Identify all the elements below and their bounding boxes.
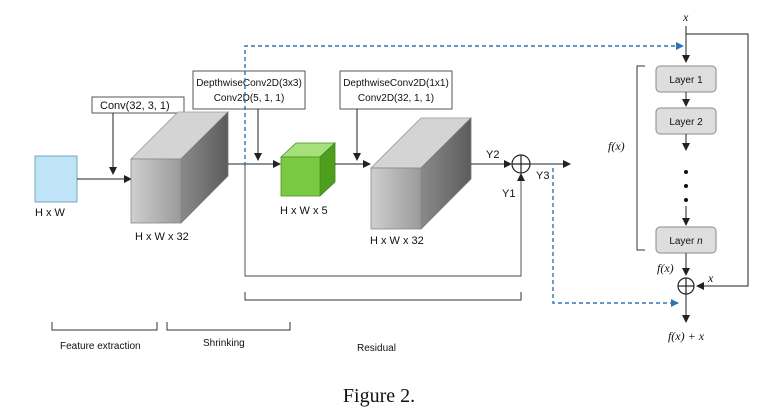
- dashed-link-bottom: [552, 168, 679, 307]
- y1-label: Y1: [502, 188, 515, 200]
- layer-n-prefix: Layer: [669, 236, 697, 247]
- dashed-link-top: [244, 42, 684, 166]
- f-x-out-label: f(x): [657, 261, 674, 275]
- section-residual-label: Residual: [357, 343, 396, 354]
- shrink-dim-label: H x W x 5: [280, 205, 328, 217]
- section-feature-label: Feature extraction: [60, 341, 141, 352]
- skip-connection: [244, 164, 525, 277]
- f-x-label: f(x): [608, 139, 625, 153]
- depthwise-box-1-line1: DepthwiseConv2D(3x3): [196, 78, 302, 89]
- input-dim-label: H x W: [35, 207, 66, 219]
- conv-box-label: Conv(32, 3, 1): [100, 100, 170, 112]
- ellipsis-dots: [684, 170, 688, 202]
- feature-dim-label: H x W x 32: [135, 231, 189, 243]
- section-shrinking-label: Shrinking: [203, 338, 245, 349]
- depthwise-box-1-line2: Conv2D(5, 1, 1): [214, 93, 285, 104]
- depthwise-box-2: [339, 70, 453, 110]
- bracket-residual: [244, 292, 522, 301]
- expand-cuboid: [370, 117, 472, 230]
- layer-2-label: Layer 2: [669, 117, 703, 128]
- depthwise-box-2-line1: DepthwiseConv2D(1x1): [343, 78, 449, 89]
- resblock-adder: [677, 277, 695, 295]
- depthwise-box-1: [192, 70, 306, 110]
- bracket-shrinking: [166, 322, 291, 331]
- feature-cuboid: [130, 111, 229, 224]
- expand-dim-label: H x W x 32: [370, 235, 424, 247]
- layer-n-label: Layer n: [669, 236, 703, 247]
- f-x-bracket: [636, 65, 645, 251]
- output-label: f(x) + x: [668, 329, 705, 343]
- figure-caption: Figure 2.: [343, 385, 415, 407]
- depthwise-box-2-line2: Conv2D(32, 1, 1): [358, 93, 434, 104]
- y3-label: Y3: [536, 170, 549, 182]
- shrink-cube: [279, 142, 337, 197]
- identity-skip: [686, 33, 749, 290]
- conv-box: [91, 96, 185, 114]
- layer-n-var: n: [697, 236, 703, 247]
- residual-adder: [511, 154, 531, 174]
- x-skip-label: x: [707, 271, 714, 285]
- bracket-feature: [51, 322, 158, 331]
- layer-1-label: Layer 1: [669, 75, 703, 86]
- input-block: [34, 155, 78, 203]
- y2-label: Y2: [486, 149, 499, 161]
- x-input-label: x: [682, 10, 689, 24]
